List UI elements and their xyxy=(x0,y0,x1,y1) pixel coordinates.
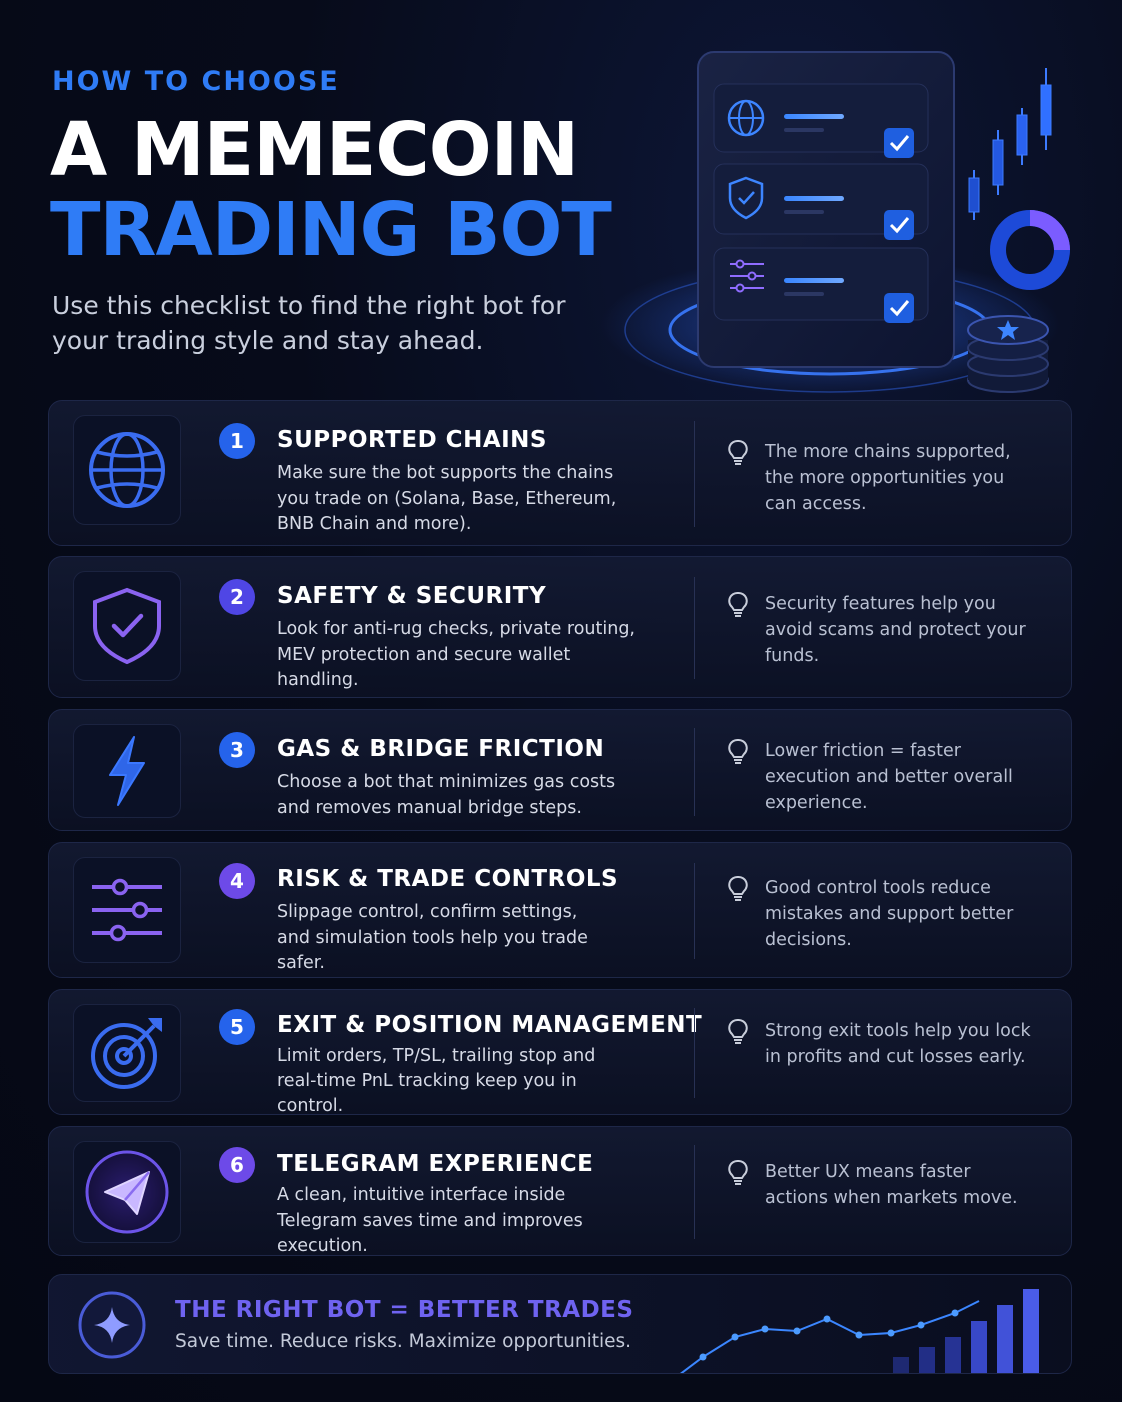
lightbulb-icon xyxy=(728,875,748,901)
title-line-2: TRADING BOT xyxy=(50,187,612,273)
item-tip: Security features help you avoid scams a… xyxy=(765,594,1026,666)
footer-title: THE RIGHT BOT = BETTER TRADES xyxy=(175,1297,634,1323)
checklist-row-sliders xyxy=(713,247,929,323)
item-title: SAFETY & SECURITY xyxy=(277,583,547,609)
lightbulb-icon xyxy=(728,591,748,617)
donut-chart xyxy=(990,210,1070,290)
checklist-item-3: 3 GAS & BRIDGE FRICTION Choose a bot tha… xyxy=(48,709,1072,831)
item-description: Choose a bot that minimizes gas costs an… xyxy=(277,772,616,818)
item-tip: The more chains supported, the more oppo… xyxy=(765,442,1011,514)
growth-chart-decoration xyxy=(680,1289,1039,1373)
telegram-icon-box xyxy=(73,1141,181,1243)
divider xyxy=(694,421,695,527)
item-title: SUPPORTED CHAINS xyxy=(277,427,547,453)
item-number: 1 xyxy=(219,423,255,459)
item-title: TELEGRAM EXPERIENCE xyxy=(277,1151,594,1177)
lightbulb-icon xyxy=(728,1018,748,1044)
divider xyxy=(694,863,695,959)
coin-stack xyxy=(967,315,1049,393)
candlestick-chart xyxy=(968,68,1052,220)
target-icon-box xyxy=(73,1004,181,1102)
footer-subtitle: Save time. Reduce risks. Maximize opport… xyxy=(175,1331,632,1352)
checklist-row-shield xyxy=(713,163,929,240)
checklist-item-4: 4 RISK & TRADE CONTROLS Slippage control… xyxy=(48,842,1072,978)
lightbulb-icon xyxy=(728,738,748,764)
lightning-icon-box xyxy=(73,724,181,818)
telegram-icon xyxy=(85,1150,169,1234)
item-tip: Good control tools reduce mistakes and s… xyxy=(765,878,1014,950)
divider xyxy=(694,1145,695,1239)
divider xyxy=(694,728,695,816)
globe-icon xyxy=(89,432,165,508)
footer-banner: THE RIGHT BOT = BETTER TRADES Save time.… xyxy=(48,1274,1072,1374)
item-number: 6 xyxy=(219,1147,255,1183)
item-description: Limit orders, TP/SL, trailing stop and r… xyxy=(277,1046,596,1116)
divider xyxy=(694,1008,695,1098)
subtitle: Use this checklist to find the right bot… xyxy=(52,291,566,355)
item-tip: Strong exit tools help you lock in profi… xyxy=(765,1021,1031,1067)
shield-check-icon xyxy=(93,587,161,665)
checklist-illustration xyxy=(600,51,1070,395)
item-title: RISK & TRADE CONTROLS xyxy=(277,866,619,892)
checklist-item-5: 5 EXIT & POSITION MANAGEMENT Limit order… xyxy=(48,989,1072,1116)
item-description: Look for anti-rug checks, private routin… xyxy=(277,619,635,690)
item-title: EXIT & POSITION MANAGEMENT xyxy=(277,1012,703,1038)
sliders-icon xyxy=(92,878,162,942)
kicker: HOW TO CHOOSE xyxy=(52,66,340,97)
sliders-icon-box xyxy=(73,857,181,963)
lightbulb-icon xyxy=(728,439,748,465)
shield-icon-box xyxy=(73,571,181,681)
item-title: GAS & BRIDGE FRICTION xyxy=(277,736,605,762)
checklist-item-1: 1 SUPPORTED CHAINS Make sure the bot sup… xyxy=(48,400,1072,546)
item-description: A clean, intuitive interface inside Tele… xyxy=(277,1185,583,1256)
item-number: 5 xyxy=(219,1009,255,1045)
divider xyxy=(694,577,695,679)
title-line-1: A MEMECOIN xyxy=(50,107,579,193)
item-number: 4 xyxy=(219,863,255,899)
item-number: 2 xyxy=(219,579,255,615)
item-tip: Better UX means faster actions when mark… xyxy=(765,1162,1018,1208)
target-icon xyxy=(91,1018,162,1089)
star-icon xyxy=(78,1291,146,1359)
checklist-row-globe xyxy=(713,83,929,158)
checklist-item-2: 2 SAFETY & SECURITY Look for anti-rug ch… xyxy=(48,556,1072,698)
item-number: 3 xyxy=(219,732,255,768)
item-description: Make sure the bot supports the chains yo… xyxy=(277,463,617,534)
checklist-item-6: 6 TELEGRAM EXPERIENCE A clean, intuitive… xyxy=(48,1126,1072,1256)
globe-icon-box xyxy=(73,415,181,525)
item-tip: Lower friction = faster execution and be… xyxy=(765,741,1013,813)
lightbulb-icon xyxy=(728,1159,748,1185)
item-description: Slippage control, confirm settings, and … xyxy=(277,902,588,973)
lightning-icon xyxy=(109,736,145,806)
